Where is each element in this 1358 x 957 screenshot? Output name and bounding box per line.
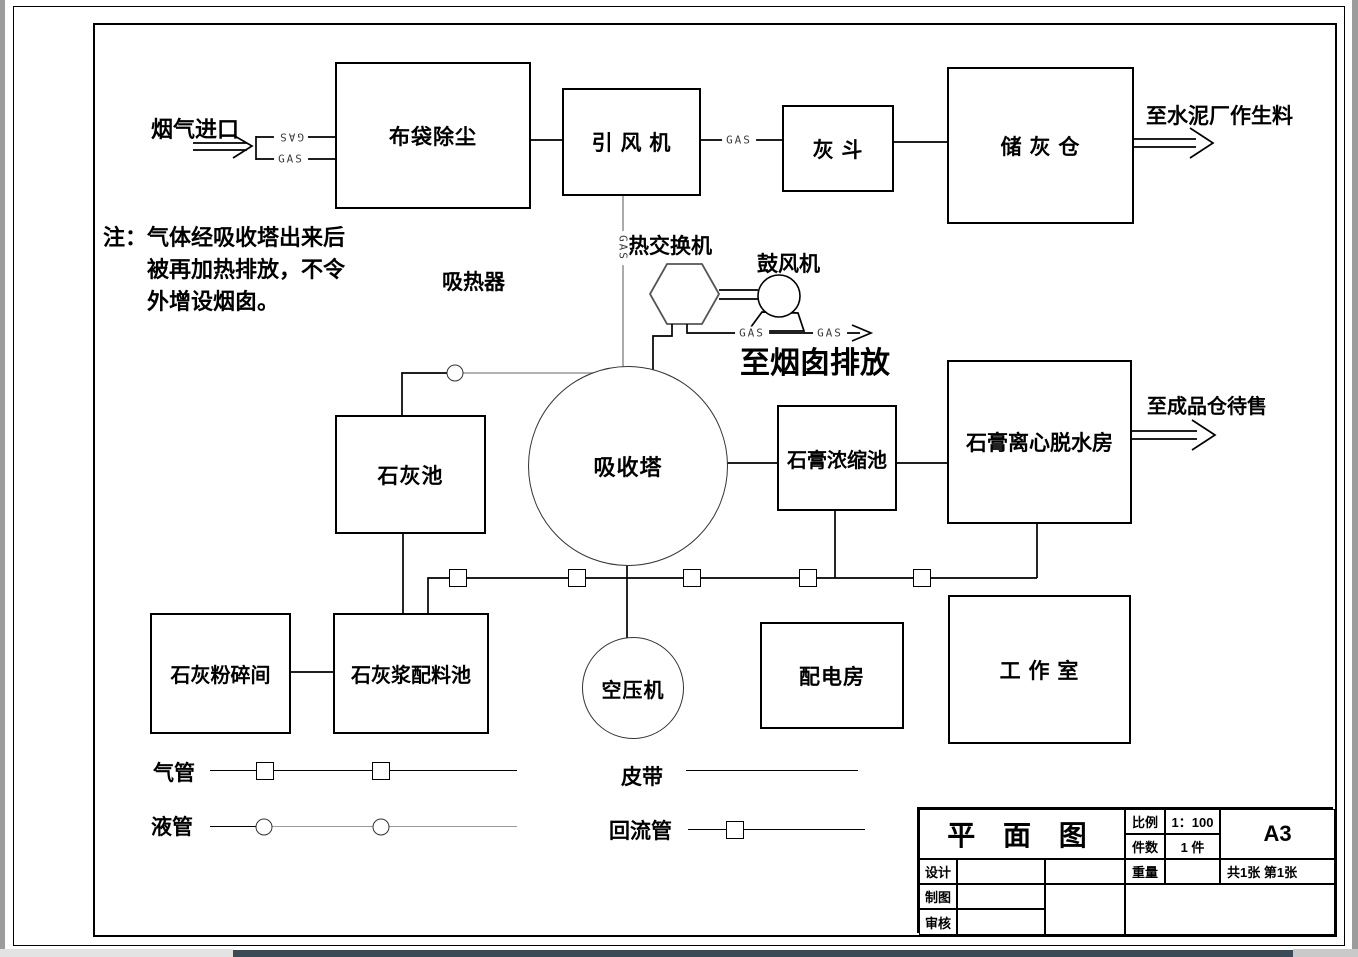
- design-name-blank: [957, 859, 1045, 884]
- pipe-square-marker: [799, 569, 817, 587]
- page-bottom-strip-light: [0, 949, 233, 957]
- legend-circle-marker: [255, 818, 273, 836]
- ash-hopper-label: 灰 斗: [812, 138, 864, 162]
- air-compressor-label: 空压机: [601, 679, 665, 702]
- workroom-label: 工 作 室: [999, 659, 1080, 683]
- ash-hopper-box: 灰 斗: [782, 105, 894, 192]
- absorber-label: 吸收塔: [593, 455, 663, 480]
- lime-slurry-label: 石灰浆配料池: [351, 665, 471, 687]
- page-left-shadow: [0, 0, 5, 957]
- to-product-arrow: [1128, 419, 1217, 451]
- to-cement-label: 至水泥厂作生料: [1146, 105, 1293, 128]
- legend-return-pipe-line: [688, 829, 865, 830]
- weight-label: 重量: [1125, 859, 1165, 884]
- gypsum-dewatering-box: 石膏离心脱水房: [947, 360, 1132, 524]
- title-block: 平 面 图 比例 1：100 件数 1 件 A3 设计 重量 共1张 第1张 制…: [917, 807, 1335, 935]
- absorber-tower-circle: 吸收塔: [528, 366, 728, 566]
- design-label: 设计: [919, 859, 957, 884]
- gas-tag-mirrored: GAS: [274, 130, 308, 144]
- legend-belt-line: [686, 770, 858, 771]
- gas-tag: GAS: [274, 152, 308, 166]
- page-bottom-strip-right: [1293, 949, 1358, 957]
- note-line-1: 注：气体经吸收塔出来后: [103, 225, 346, 250]
- blower-label: 鼓风机: [757, 253, 820, 276]
- review-name-blank: [957, 909, 1045, 935]
- ash-silo-box: 储 灰 仓: [947, 67, 1134, 224]
- design-date-blank: [1045, 859, 1125, 884]
- heat-absorber-label: 吸热器: [442, 271, 505, 294]
- note-line-2: 被再加热排放，不令: [147, 257, 346, 282]
- gas-tag: GAS: [722, 133, 756, 147]
- gas-tag-vertical: GAS: [616, 231, 630, 265]
- pipe-square-marker: [683, 569, 701, 587]
- power-room-box: 配电房: [760, 622, 904, 729]
- gas-inlet-label: 烟气进口: [151, 117, 240, 142]
- ash-silo-label: 储 灰 仓: [1000, 135, 1081, 159]
- legend-gas-pipe-label: 气管: [153, 762, 195, 785]
- gas-tag: GAS: [813, 326, 847, 340]
- stack-arrowhead: [851, 324, 874, 342]
- power-room-label: 配电房: [799, 665, 865, 689]
- legend-liquid-pipe-line-black: [210, 826, 257, 827]
- legend-return-pipe-label: 回流管: [609, 820, 672, 843]
- to-cement-arrow: [1130, 127, 1215, 159]
- sheet-size: A3: [1220, 809, 1335, 859]
- page-right-shadow: [1352, 0, 1358, 957]
- main-gas-pipe: [427, 577, 1037, 613]
- review-label: 审核: [919, 909, 957, 935]
- lime-pool-box: 石灰池: [335, 415, 486, 534]
- legend-square-marker: [256, 762, 274, 780]
- sheet-count: 共1张 第1张: [1220, 859, 1335, 884]
- scale-label: 比例: [1125, 809, 1165, 834]
- weight-value-blank: [1165, 859, 1220, 884]
- heat-exchanger-hexagon: [648, 263, 721, 325]
- gypsum-dewatering-label: 石膏离心脱水房: [966, 432, 1113, 455]
- air-compressor-circle: 空压机: [582, 637, 684, 739]
- legend-belt-label: 皮带: [621, 766, 663, 789]
- lime-crusher-label: 石灰粉碎间: [170, 665, 271, 687]
- note-line-3: 外增设烟囱。: [147, 289, 280, 314]
- exchanger-to-absorber-line: [652, 324, 673, 382]
- page-bottom-strip-dark: [233, 950, 1293, 957]
- id-fan-label: 引 风 机: [591, 132, 672, 155]
- titleblock-title: 平 面 图: [919, 809, 1125, 859]
- stack-discharge-line: [686, 324, 860, 334]
- draft-label: 制图: [919, 884, 957, 909]
- id-fan-box: 引 风 机: [562, 88, 701, 196]
- scale-value: 1：100: [1165, 809, 1220, 834]
- pipe-square-marker: [449, 569, 467, 587]
- inner-frame: [93, 23, 1337, 937]
- gypsum-thickener-label: 石膏浓缩池: [787, 449, 887, 472]
- qty-label: 件数: [1125, 834, 1165, 859]
- legend-liquid-pipe-label: 液管: [151, 816, 193, 839]
- legend-return-square-marker: [726, 821, 744, 839]
- pipe-square-marker: [913, 569, 931, 587]
- pipe-square-marker: [568, 569, 586, 587]
- blower-circle: [757, 274, 801, 318]
- liquid-circle-marker: [446, 364, 464, 382]
- heat-exchanger-label: 热交换机: [628, 235, 712, 258]
- to-stack-label: 至烟囱排放: [740, 347, 890, 380]
- legend-gas-pipe-line: [210, 770, 517, 771]
- gypsum-thickener-box: 石膏浓缩池: [777, 405, 897, 511]
- lime-crusher-box: 石灰粉碎间: [150, 613, 291, 734]
- lime-slurry-box: 石灰浆配料池: [333, 613, 489, 734]
- workroom-box: 工 作 室: [948, 595, 1131, 744]
- gas-tag: GAS: [735, 326, 769, 340]
- outer-border: [13, 6, 1345, 946]
- lime-pool-label: 石灰池: [377, 464, 444, 488]
- blank-cell-tall-right: [1125, 884, 1335, 935]
- limepool-liquid-line: [401, 372, 447, 415]
- blank-cell-tall-left: [1045, 884, 1125, 935]
- bag-filter-box: 布袋除尘: [335, 62, 531, 209]
- legend-circle-marker: [372, 818, 390, 836]
- legend-square-marker: [372, 762, 390, 780]
- draft-name-blank: [957, 884, 1045, 909]
- bag-filter-label: 布袋除尘: [389, 125, 477, 149]
- to-product-label: 至成品仓待售: [1147, 396, 1267, 418]
- qty-value: 1 件: [1165, 834, 1220, 859]
